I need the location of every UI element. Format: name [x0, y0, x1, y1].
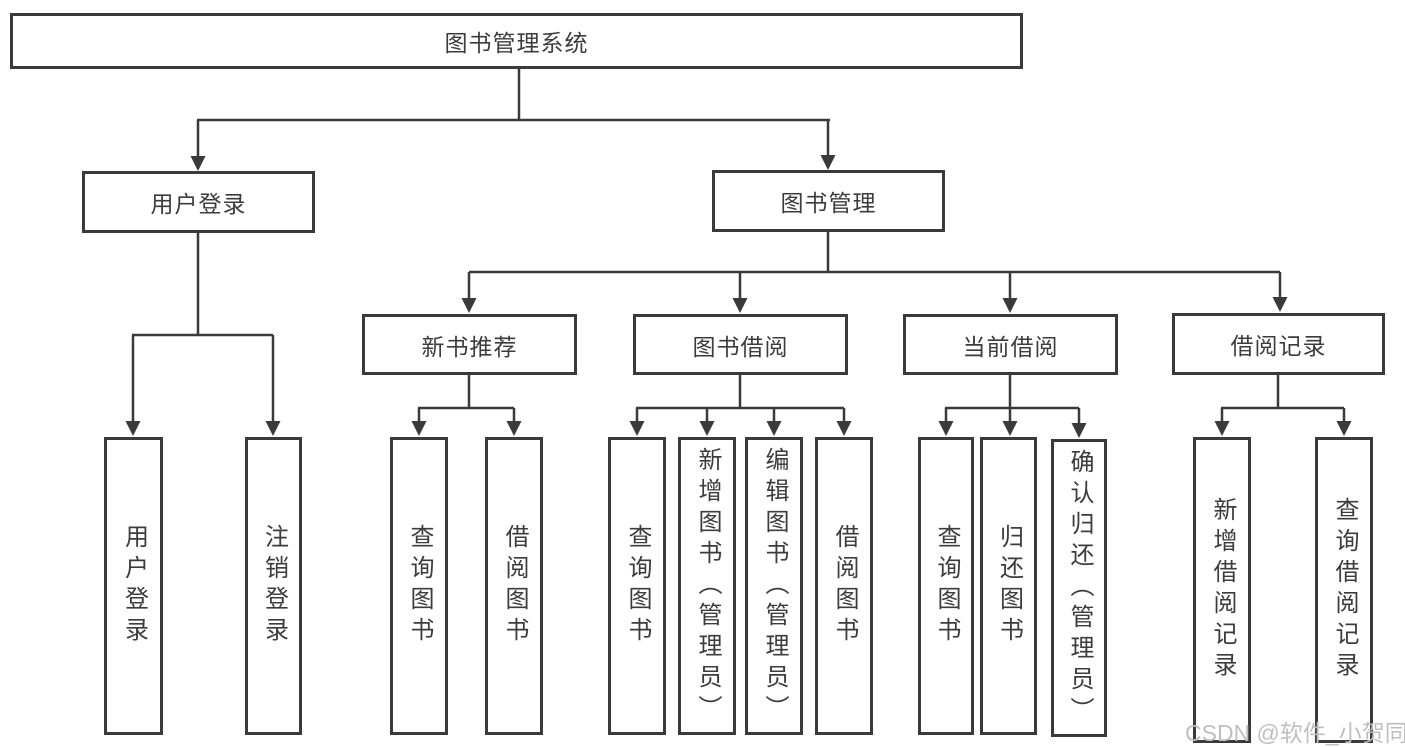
leaf-login-logout: 注销登录	[245, 437, 302, 735]
node-new-book-recommendation: 新书推荐	[362, 314, 577, 375]
node-book-management: 图书管理	[712, 170, 945, 232]
leaf-records-query-record: 查询借阅记录	[1315, 437, 1373, 743]
leaf-current-confirm-return-admin: 确认归还（管理员）	[1051, 439, 1107, 737]
node-user-login: 用户登录	[82, 171, 315, 233]
watermark: CSDN @软件_小贺同学	[1185, 720, 1405, 746]
node-book-borrowing: 图书借阅	[633, 314, 848, 375]
leaf-recommend-borrow-books: 借阅图书	[485, 437, 543, 735]
leaf-borrow-query-books: 查询图书	[608, 437, 666, 735]
leaf-current-query-books: 查询图书	[918, 437, 974, 735]
node-current-borrowing: 当前借阅	[903, 314, 1118, 375]
leaf-borrow-edit-books-admin: 编辑图书（管理员）	[745, 437, 803, 735]
leaf-borrow-borrow-books: 借阅图书	[815, 437, 873, 735]
node-library-management-system: 图书管理系统	[10, 13, 1023, 69]
leaf-records-add-record: 新增借阅记录	[1193, 437, 1251, 743]
leaf-current-return-books: 归还图书	[980, 437, 1037, 735]
leaf-login-user-login: 用户登录	[104, 437, 163, 735]
node-borrowing-records: 借阅记录	[1172, 313, 1385, 375]
leaf-borrow-add-books-admin: 新增图书（管理员）	[678, 437, 736, 735]
leaf-recommend-query-books: 查询图书	[390, 437, 448, 735]
